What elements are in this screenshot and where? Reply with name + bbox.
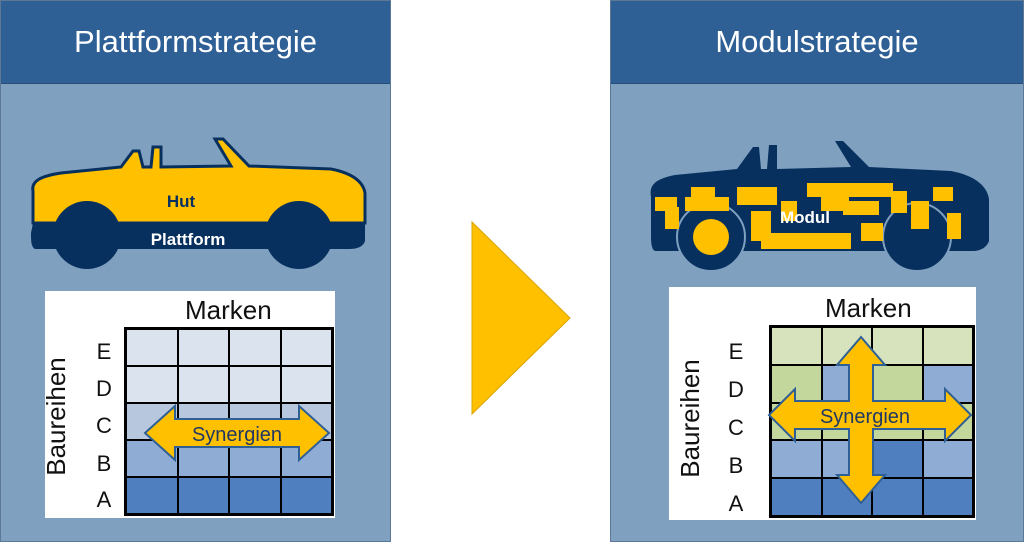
grid-cell [821, 327, 872, 365]
grid-cell [126, 477, 178, 514]
plattformstrategie-title: Plattformstrategie [1, 1, 390, 84]
grid-cell [821, 364, 872, 403]
grid-cell [177, 329, 229, 366]
car-platform-label: Plattform [151, 230, 226, 249]
row-label-b: B [728, 453, 744, 478]
grid-cell [229, 440, 281, 477]
transition-arrow-icon [471, 220, 571, 416]
baureihen-label: Baureihen [40, 357, 71, 476]
grid-cell [872, 364, 923, 403]
car-hat-shape [31, 137, 367, 225]
row-label-c: C [728, 415, 744, 440]
plattform-matrix: Marken Baureihen E D C B A [41, 291, 335, 518]
modul-front-wheel [676, 202, 746, 272]
grid-cell [872, 478, 923, 516]
marken-label: Marken [825, 293, 912, 323]
grid-cell [280, 403, 332, 440]
row-label-b: B [96, 451, 112, 476]
car-front-wheel [53, 201, 121, 269]
row-label-d: D [96, 376, 112, 401]
grid-cell [177, 440, 229, 477]
grid-cell [229, 329, 281, 366]
row-label-e: E [728, 339, 744, 364]
row-label-d: D [728, 377, 744, 402]
row-label-e: E [96, 339, 112, 364]
car-platform-shape [31, 223, 365, 249]
grid-cell [821, 478, 872, 516]
grid-cell [771, 478, 822, 516]
module-blocks [655, 183, 961, 249]
row-label-a: A [728, 491, 744, 516]
grid-cell [771, 327, 822, 365]
grid-cell [771, 440, 822, 479]
modul-label: Modul [780, 208, 830, 227]
grid-cell [872, 402, 923, 441]
grid-cell [280, 329, 332, 366]
grid-cell [922, 478, 973, 516]
car-rear-wheel [265, 201, 333, 269]
row-label-a: A [96, 487, 112, 512]
grid-cell [177, 366, 229, 403]
grid-cell [771, 364, 822, 403]
grid-cell [177, 403, 229, 440]
grid-cell [872, 327, 923, 365]
grid-cell [922, 402, 973, 441]
row-label-c: C [96, 413, 112, 438]
grid-cell [229, 477, 281, 514]
grid-cell [126, 440, 178, 477]
grid-cell [922, 327, 973, 365]
modul-car-body [650, 141, 989, 251]
grid-cell [126, 329, 178, 366]
modul-matrix: Marken Baureihen E D C B A [669, 287, 976, 520]
baureihen-label: Baureihen [674, 359, 705, 478]
grid-cell [126, 403, 178, 440]
modul-front-hub [693, 219, 729, 255]
grid-cell [229, 403, 281, 440]
grid-cell [821, 402, 872, 441]
grid-cell [771, 402, 822, 441]
grid-cell [922, 364, 973, 403]
grid-cell [177, 477, 229, 514]
grid-cell [280, 366, 332, 403]
modul-grid [769, 325, 975, 518]
grid-cell [229, 366, 281, 403]
grid-cell [126, 366, 178, 403]
grid-cell [872, 440, 923, 479]
modulstrategie-title: Modulstrategie [611, 1, 1023, 84]
car-hat-label: Hut [167, 192, 196, 211]
grid-cell [922, 440, 973, 479]
modulstrategie-panel: Modulstrategie Modul Marken [610, 0, 1024, 542]
marken-label: Marken [185, 295, 272, 325]
grid-cell [821, 440, 872, 479]
plattform-grid [124, 327, 334, 516]
modul-rear-wheel [882, 202, 952, 272]
grid-cell [280, 477, 332, 514]
grid-cell [280, 440, 332, 477]
plattformstrategie-panel: Plattformstrategie Hut Plattform Marken … [0, 0, 391, 542]
